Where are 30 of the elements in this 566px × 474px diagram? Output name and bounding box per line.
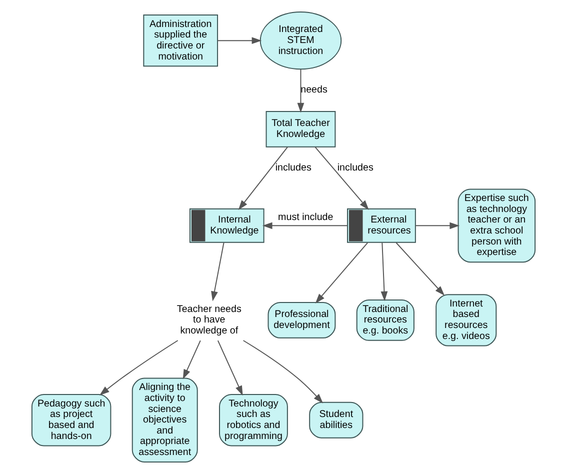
node-ellipse: Integrated STEM instruction: [259, 12, 342, 70]
edge-label: needs: [300, 84, 327, 96]
arrow: [314, 242, 368, 304]
arrow: [242, 340, 323, 404]
edge-label: includes: [274, 162, 311, 174]
arrow: [262, 222, 348, 230]
node-box: Administration supplied the directive or motivation: [142, 14, 218, 67]
arrow: [98, 340, 178, 396]
node-box: Total Teacher Knowledge: [265, 110, 336, 148]
arrow: [210, 242, 224, 302]
arrow: [216, 340, 242, 396]
arrow: [314, 146, 368, 210]
node-text: Teacher needs to have knowledge of: [176, 304, 241, 336]
arrow: [414, 222, 460, 230]
arrow: [380, 242, 388, 302]
arrow: [395, 242, 444, 296]
node-box: Professional development: [267, 302, 336, 338]
node-box: Traditional resources e.g. books: [356, 300, 414, 341]
edge-label: includes: [336, 162, 373, 174]
node-box: Internet based resources e.g. videos: [435, 294, 496, 346]
node-box: Student abilities: [308, 402, 363, 438]
node-box: Aligning the activity to science objectives and appropriate assessment: [131, 378, 198, 462]
arrow: [216, 37, 262, 44]
arrow: [238, 146, 288, 210]
edge-label: must include: [278, 212, 333, 223]
node-box: Expertise such as technology teacher or an extra school person with expertise: [457, 188, 536, 263]
arrow: [296, 68, 304, 113]
node-box: Pedagogy such as project based and hands-on: [30, 394, 111, 446]
node-box: Technology such as robotics and programming: [218, 394, 288, 446]
arrow: [182, 340, 200, 380]
